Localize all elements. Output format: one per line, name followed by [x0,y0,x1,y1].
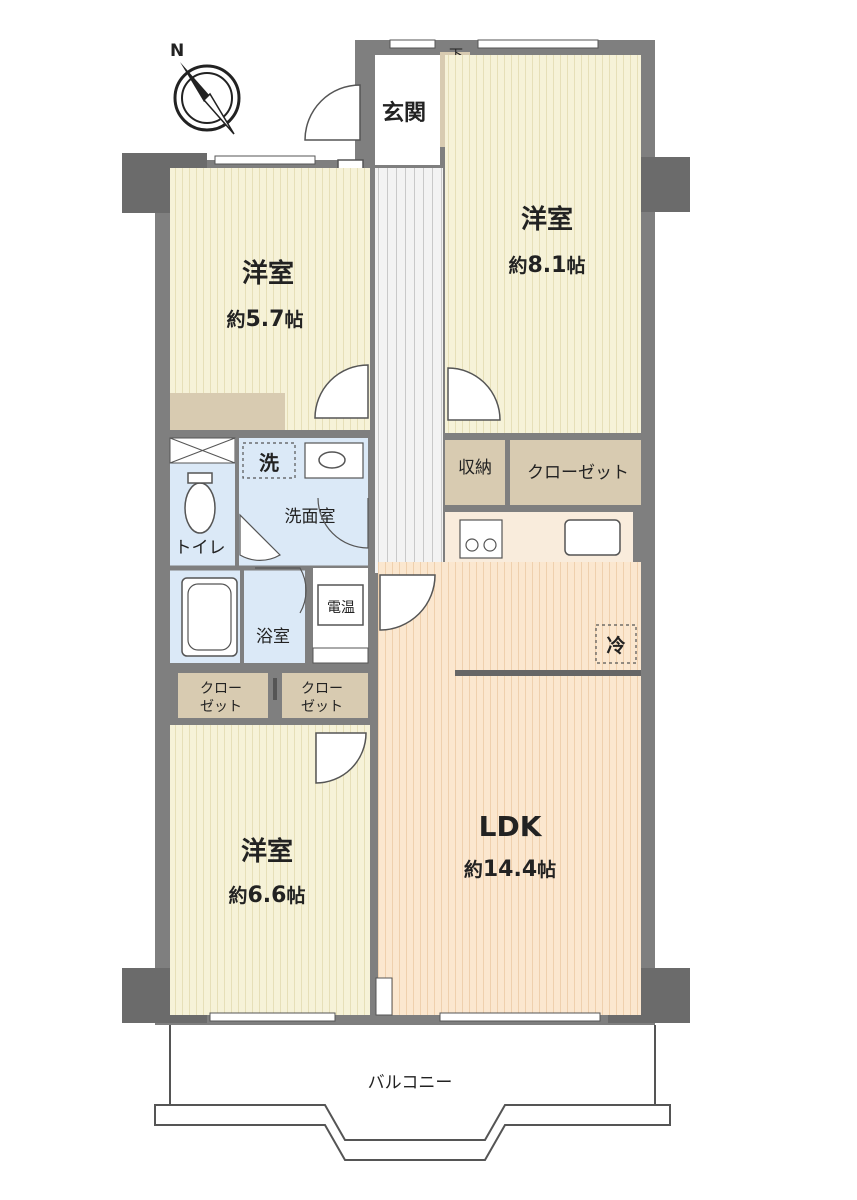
ldk-name: LDK [479,810,543,843]
western-room-2-size: 約8.1帖 [508,253,585,278]
bath-door[interactable] [255,567,307,614]
room1-door[interactable] [314,364,369,419]
bathtub-icon [181,577,238,657]
compass-north-label: N [170,41,184,61]
closet-right-label-a: クロー [301,681,343,697]
western-room-3-name: 洋室 [241,836,293,867]
room3-door[interactable] [315,732,367,784]
closet-left-label-b: ゼット [200,699,242,715]
balcony: バルコニー [154,1025,671,1161]
western-room-3: 洋室 約6.6帖 [170,725,370,1015]
ldk-door[interactable] [379,574,436,631]
wet-area: トイレ 洗 洗面室 浴室 [169,437,369,663]
closet-right-label-b: ゼット [301,699,343,715]
ldk-column [375,977,393,1016]
toilet-door[interactable] [239,513,281,561]
western-room-2: 洋室 約8.1帖 [445,55,641,433]
storage-row: 収納 クローゼット [445,440,641,505]
storage-label: 収納 [458,458,492,478]
water-heater-label: 電温 [327,600,355,616]
storage [445,440,505,505]
laundry-label: 洗 [259,451,279,475]
western-room-1: 洋室 約5.7帖 [170,168,370,430]
ldk: 冷 LDK 約14.4帖 [375,562,641,1016]
compass-icon: N [170,41,241,135]
western-room-2-name: 洋室 [521,204,573,235]
fridge-space [595,624,637,664]
washroom-door[interactable] [317,497,369,549]
balcony-label: バルコニー [368,1073,453,1093]
hallway [375,168,443,573]
kitchen-sink-icon [564,519,621,556]
middle-closets: クロー ゼット クロー ゼット [178,673,368,718]
washroom-label: 洗面室 [285,507,336,527]
water-heater: 電温 [312,568,369,664]
ldk-size: 約14.4帖 [464,857,556,882]
entrance-door[interactable] [304,84,361,141]
closet-left-label-a: クロー [200,681,242,697]
western-room-3-size: 約6.6帖 [228,883,305,908]
stove-icon [459,519,503,559]
sink-icon [318,451,346,469]
closet-main-label: クローゼット [527,463,629,483]
laundry-space [242,442,296,479]
entrance-label: 玄関 [382,100,426,126]
fridge-label: 冷 [606,634,625,657]
bath-label: 浴室 [256,627,290,647]
closet-room2 [510,440,641,505]
kitchen [445,512,633,562]
toilet-icon [184,482,216,534]
windows [209,39,601,1022]
western-room-1-size: 約5.7帖 [226,307,303,332]
toilet-label: トイレ [175,538,226,558]
closet-room1 [170,393,285,430]
western-room-1-name: 洋室 [242,258,294,289]
room2-door[interactable] [447,367,501,421]
